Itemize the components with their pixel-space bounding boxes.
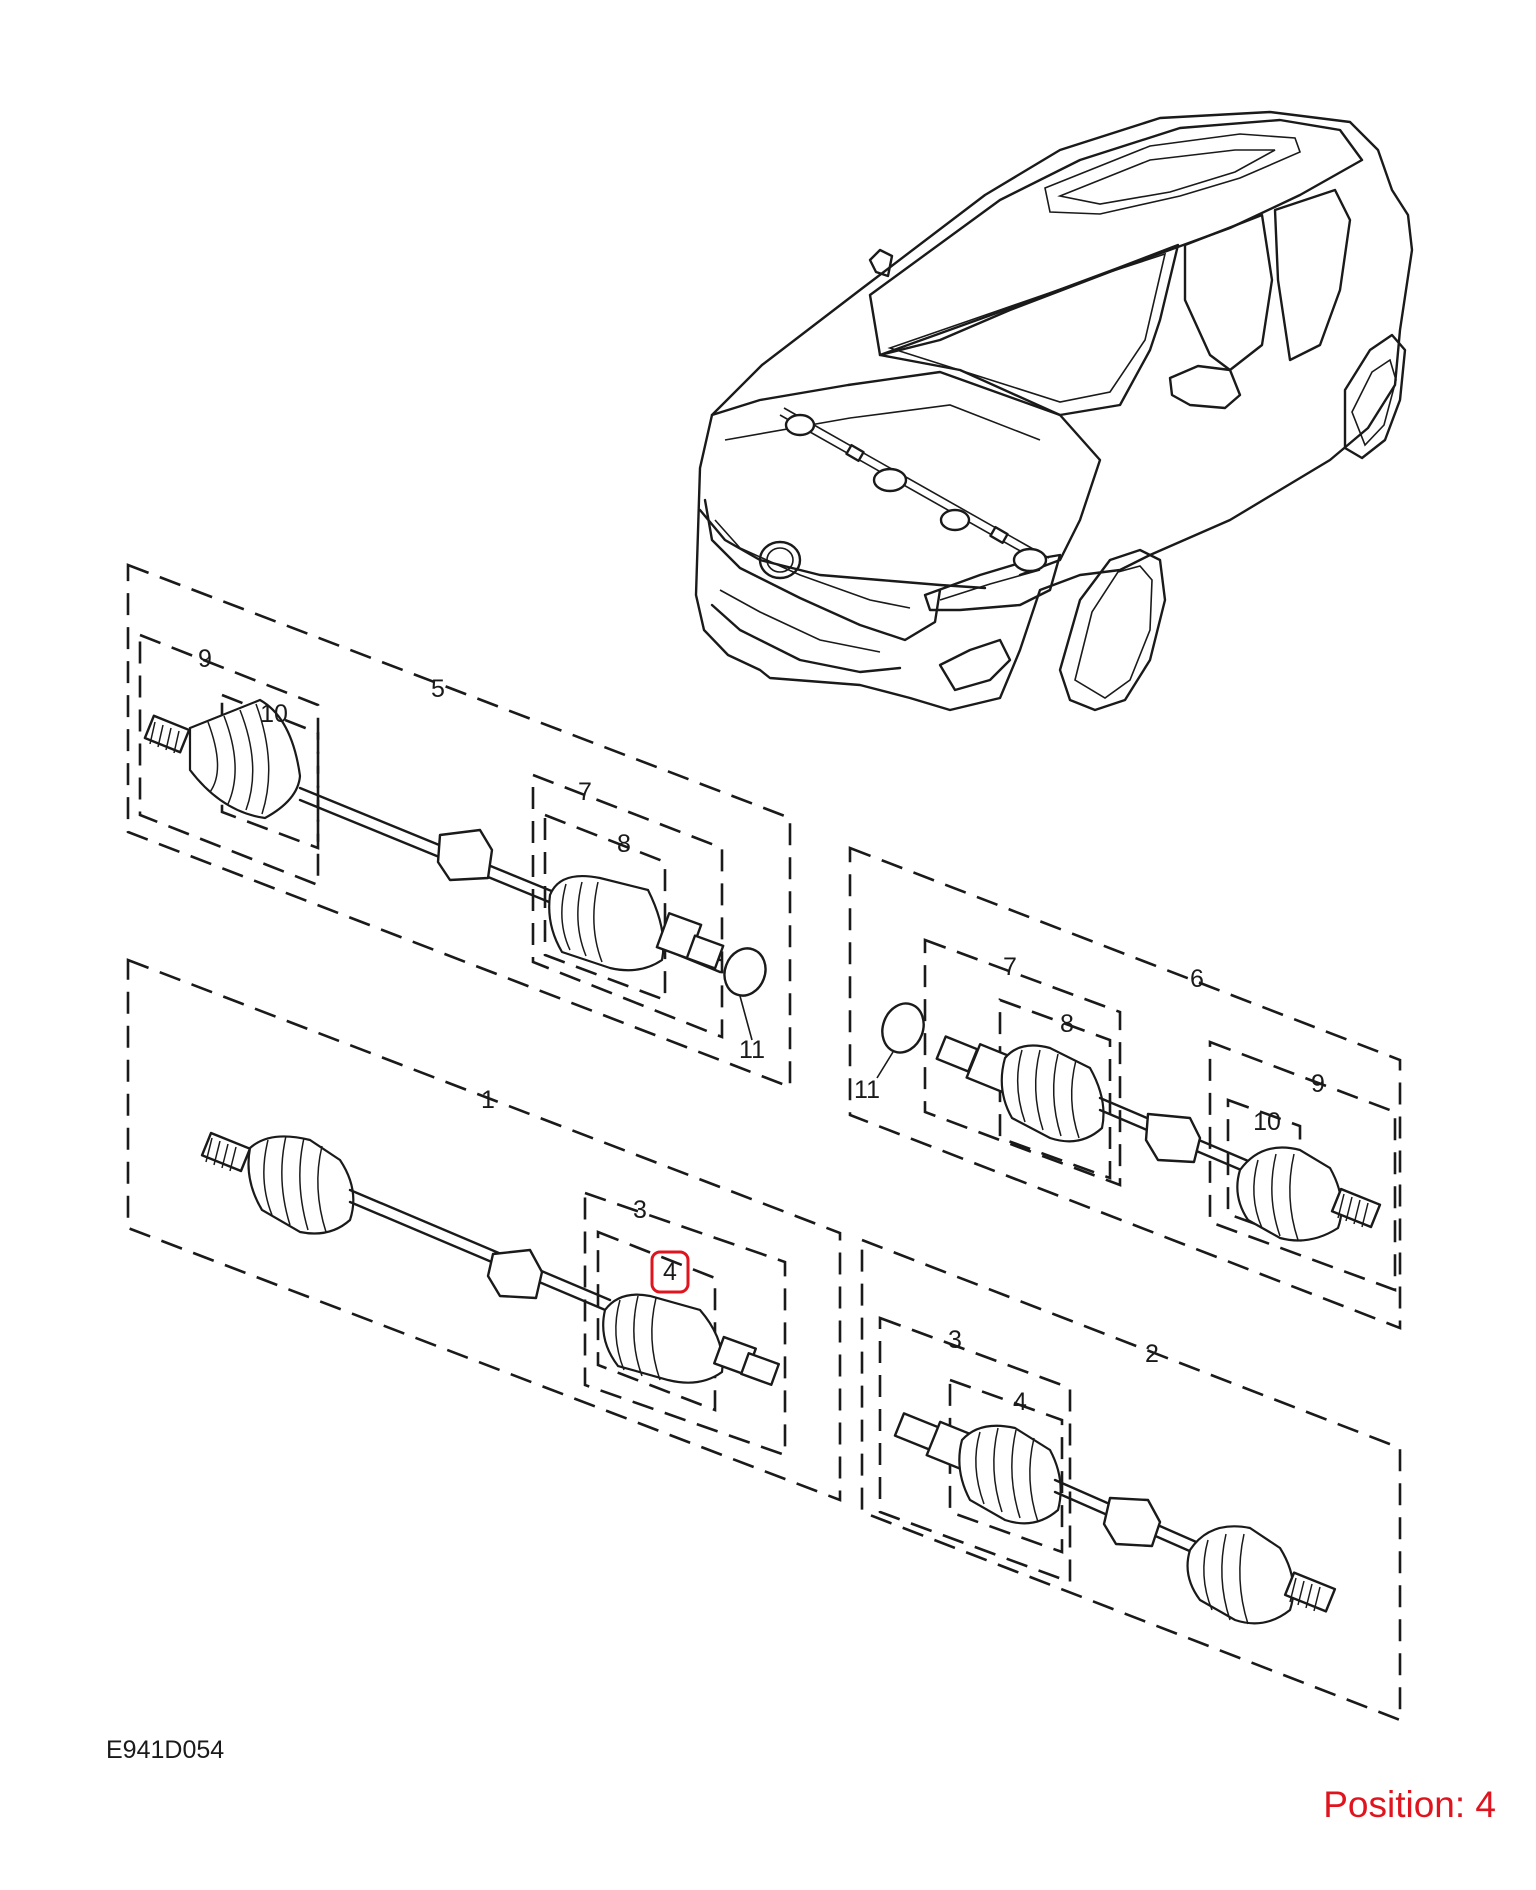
vehicle-shaft-thumbnail: [779, 407, 1050, 573]
group-2-outline: [860, 1238, 1402, 1722]
callout-7-upper: 7: [578, 778, 592, 806]
shaft-assembly-5: [143, 698, 767, 1041]
callout-10-upper: 10: [260, 700, 288, 728]
callout-4-right: 4: [1013, 1388, 1027, 1416]
callout-7-lower: 7: [1003, 953, 1017, 981]
callout-8-upper: 8: [617, 830, 631, 858]
callout-6: 6: [1190, 965, 1204, 993]
callout-4-highlighted: 4: [663, 1258, 677, 1286]
shaft-assembly-1: [200, 1131, 780, 1387]
callout-3-left: 3: [633, 1196, 647, 1224]
callout-labels: 9 10 5 7 8 11 7 6 8 11 9 10 1 3 4 3 2 4: [198, 645, 1325, 1416]
callout-9-upper: 9: [198, 645, 212, 673]
callout-1: 1: [481, 1086, 495, 1114]
callout-2: 2: [1145, 1340, 1159, 1368]
callout-10-lower: 10: [1253, 1108, 1281, 1136]
group-6-outline: [848, 846, 1402, 1330]
callout-11-lower: 11: [854, 1076, 880, 1104]
position-label: Position: 4: [1323, 1784, 1496, 1825]
shaft-assembly-6: [876, 1002, 1382, 1242]
callout-3-right: 3: [948, 1326, 962, 1354]
shaft-assembly-2: [893, 1412, 1337, 1625]
callout-11-upper: 11: [739, 1036, 765, 1064]
callout-8-lower: 8: [1060, 1010, 1074, 1038]
callout-5: 5: [431, 675, 445, 703]
diagram-reference-code: E941D054: [106, 1736, 225, 1764]
group-1-outline: [126, 958, 842, 1502]
highlight-box: [650, 1250, 690, 1294]
vehicle-illustration: [694, 110, 1414, 712]
callout-9-lower: 9: [1311, 1070, 1325, 1098]
group-5-outline: [126, 563, 792, 1089]
